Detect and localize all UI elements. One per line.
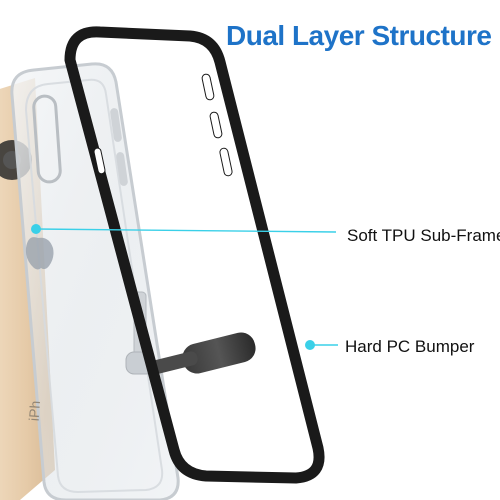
pc-bumper-label: Hard PC Bumper [345,337,475,356]
pc-dot-icon [305,340,315,350]
pc-callout-line [305,340,338,350]
tpu-callout-line [31,224,337,234]
apple-logo-icon [25,237,54,270]
page-title: Dual Layer Structure [226,20,492,51]
phone-label: iPh [26,400,43,421]
pc-bumper [64,26,325,484]
tpu-dot-icon [31,224,41,234]
tpu-subframe-label: Soft TPU Sub-Frame [347,226,500,245]
tpu-frame [10,62,180,500]
